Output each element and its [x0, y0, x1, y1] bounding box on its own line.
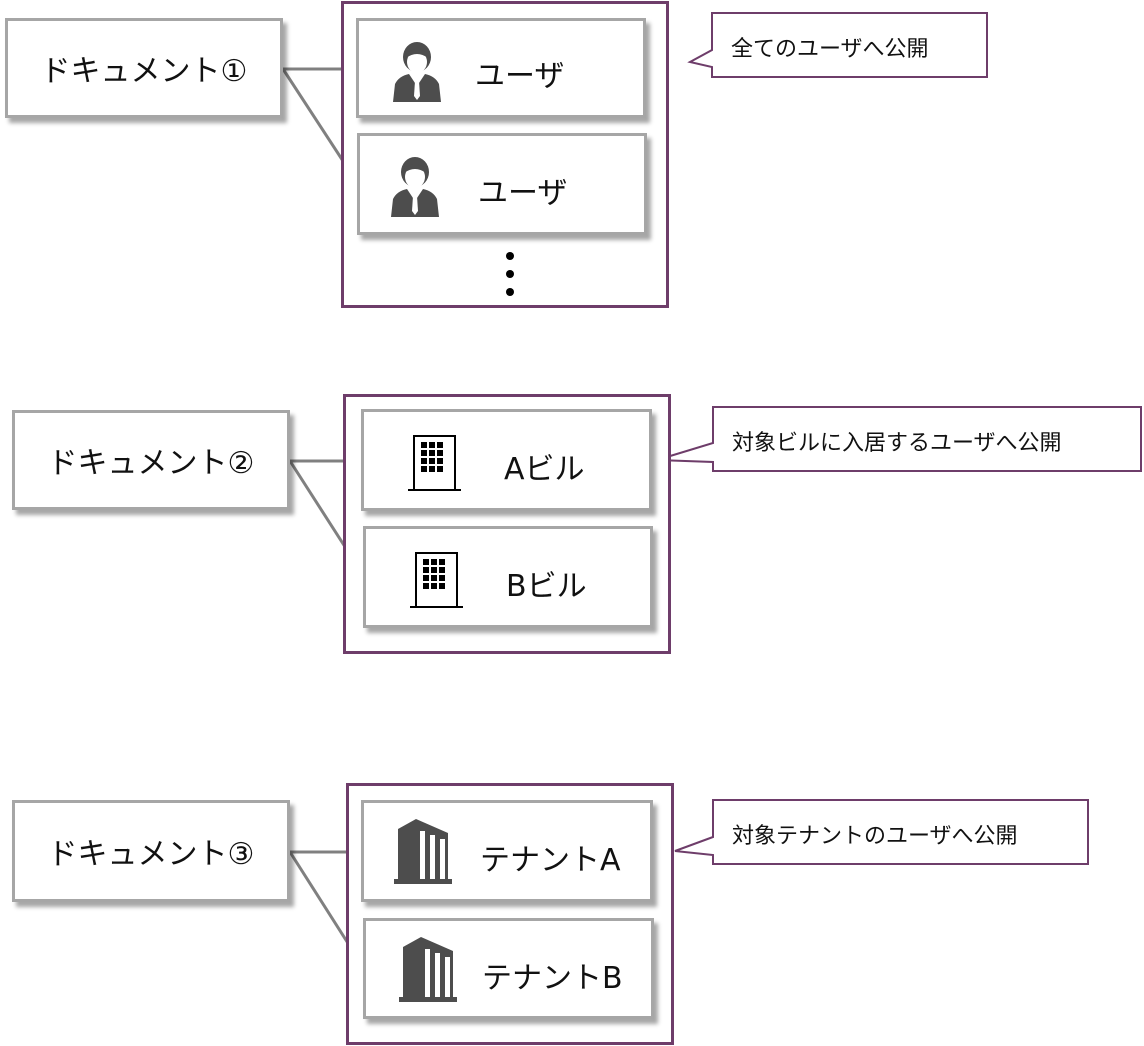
- callout-text: 全てのユーザへ公開: [731, 37, 929, 62]
- audience-label: Aビル: [504, 452, 585, 487]
- callout-text: 対象ビルに入居するユーザへ公開: [732, 431, 1062, 456]
- audience-item[interactable]: ユーザ: [357, 133, 647, 235]
- document-label: ドキュメント③: [47, 837, 255, 872]
- audience-item[interactable]: Aビル: [361, 409, 652, 511]
- callout-bubble: [687, 12, 988, 78]
- tenant-building-icon: [394, 815, 454, 893]
- audience-label: ユーザ: [478, 176, 568, 211]
- audience-item[interactable]: テナントB: [363, 918, 654, 1019]
- audience-label: テナントA: [480, 843, 621, 878]
- document-label: ドキュメント②: [47, 446, 255, 481]
- building-icon: [410, 549, 466, 619]
- building-icon: [408, 432, 464, 502]
- audience-item[interactable]: Bビル: [363, 526, 653, 628]
- callout-bubble: [656, 406, 1142, 472]
- more-indicator: [500, 250, 520, 300]
- user-icon: [387, 39, 447, 103]
- audience-label: テナントB: [482, 961, 623, 996]
- ellipsis-dot: [506, 252, 514, 260]
- audience-label: ユーザ: [475, 59, 565, 94]
- document-label: ドキュメント①: [40, 54, 248, 89]
- audience-label: Bビル: [506, 569, 587, 604]
- callout-bubble: [674, 799, 1089, 865]
- user-icon: [385, 154, 445, 218]
- document-box[interactable]: ドキュメント②: [12, 410, 290, 510]
- audience-item[interactable]: ユーザ: [356, 18, 646, 118]
- audience-item[interactable]: テナントA: [361, 800, 653, 902]
- document-box[interactable]: ドキュメント③: [12, 800, 290, 902]
- ellipsis-dot: [506, 270, 514, 278]
- ellipsis-dot: [506, 288, 514, 296]
- document-box[interactable]: ドキュメント①: [5, 18, 283, 118]
- tenant-building-icon: [399, 933, 459, 1011]
- callout-text: 対象テナントのユーザへ公開: [732, 824, 1018, 849]
